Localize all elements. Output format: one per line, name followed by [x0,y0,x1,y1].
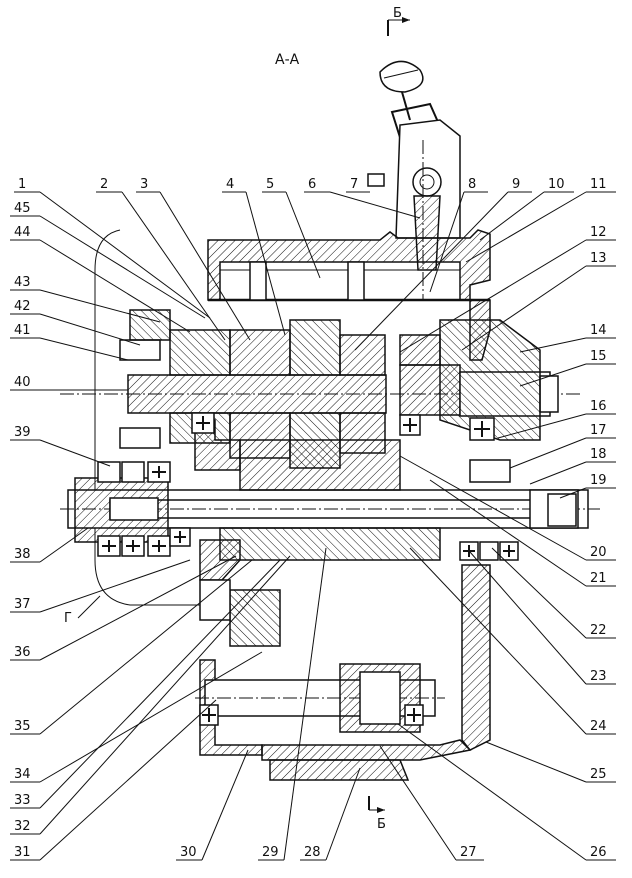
callout-4: 4 [226,177,234,192]
callout-25: 25 [590,767,607,782]
callouts: 1 2 3 4 5 6 7 8 9 10 11 12 13 14 15 16 1… [10,177,616,861]
callout-39: 39 [14,425,31,440]
callout-37: 37 [14,597,31,612]
callout-22: 22 [590,623,607,638]
view-marker-bottom: Б [368,796,386,832]
callout-9: 9 [512,177,520,192]
callout-31: 31 [14,845,31,860]
shift-lever [367,60,461,300]
callout-34: 34 [14,767,31,782]
callout-24: 24 [590,719,607,734]
callout-43: 43 [14,275,31,290]
view-marker-top: Б [387,6,410,36]
callout-13: 13 [590,251,607,266]
output-shaft [399,319,559,441]
callout-8: 8 [468,177,476,192]
callout-6: 6 [308,177,316,192]
callout-36: 36 [14,645,31,660]
callout-41: 41 [14,323,31,338]
section-title: А-А [275,52,300,68]
callout-33: 33 [14,793,31,808]
callout-23: 23 [590,669,607,684]
reverse-shaft [195,579,445,733]
view-marker-bottom-label: Б [377,817,386,832]
callout-18: 18 [590,447,607,462]
callout-5: 5 [266,177,274,192]
callout-21: 21 [590,571,607,586]
callout-30: 30 [180,845,197,860]
callout-7: 7 [350,177,358,192]
callout-35: 35 [14,719,31,734]
callout-42: 42 [14,299,31,314]
callout-38: 38 [14,547,31,562]
countershaft [60,439,600,561]
callout-2: 2 [100,177,108,192]
detail-marker-label: Г [64,611,72,626]
callout-26: 26 [590,845,607,860]
callout-20: 20 [590,545,607,560]
callout-15: 15 [590,349,607,364]
callout-10: 10 [548,177,565,192]
callout-16: 16 [590,399,607,414]
callout-11: 11 [590,177,607,192]
callout-12: 12 [590,225,607,240]
callout-14: 14 [590,323,607,338]
callout-1: 1 [18,177,26,192]
callout-17: 17 [590,423,607,438]
callout-19: 19 [590,473,607,488]
view-marker-top-label: Б [393,6,402,21]
detail-outline [94,229,200,606]
callout-45: 45 [14,201,31,216]
callout-28: 28 [304,845,321,860]
callout-44: 44 [14,225,31,240]
callout-32: 32 [14,819,31,834]
callout-27: 27 [460,845,477,860]
callout-29: 29 [262,845,279,860]
callout-40: 40 [14,375,31,390]
callout-3: 3 [140,177,148,192]
